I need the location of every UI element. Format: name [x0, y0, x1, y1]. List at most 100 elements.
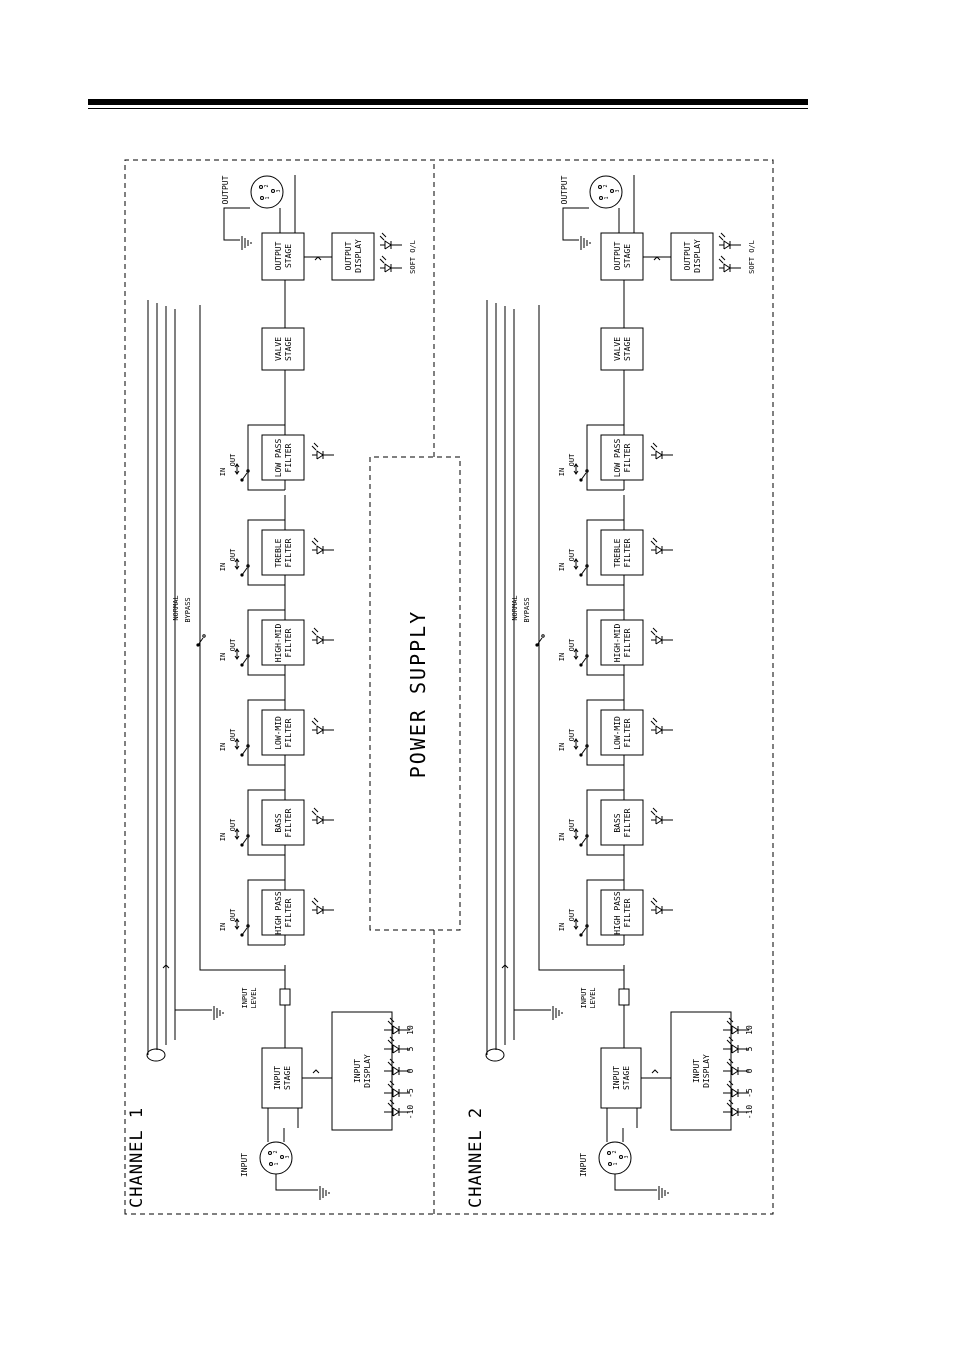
- switch-arrow-head: [573, 738, 579, 743]
- switch-arrow-head: [573, 470, 579, 475]
- led-icon: [387, 1058, 410, 1076]
- switch-blade: [241, 927, 248, 936]
- led-ray: [650, 445, 656, 451]
- switch-blade: [580, 927, 587, 936]
- filter-label-high-mid-line1: HIGH-MID: [274, 624, 283, 663]
- input-stage-label-line1: INPUT: [612, 1066, 621, 1090]
- switch-contact: [585, 744, 589, 748]
- switch-arrow-head: [234, 558, 240, 563]
- switch-label-in: IN: [558, 743, 566, 751]
- filter-bypass-loop: [586, 609, 624, 676]
- filter-label-bass-line1: BASS: [274, 813, 283, 832]
- led-triangle: [384, 240, 392, 250]
- filter-label-low-mid-line1: LOW-MID: [274, 716, 283, 750]
- switch-arrow-head: [234, 745, 240, 750]
- signal-arrow: [314, 256, 322, 261]
- led-triangle: [655, 545, 663, 555]
- signal-arrow: [162, 964, 170, 969]
- input-level-pot: [618, 988, 630, 1006]
- switch-contact: [246, 744, 250, 748]
- led-ray: [652, 897, 658, 903]
- xlr-pin-number: 1: [274, 1162, 280, 1165]
- switch-blade: [241, 657, 248, 666]
- led-ray: [650, 720, 656, 726]
- valve-stage-box: [261, 327, 305, 371]
- led-icon: [650, 627, 673, 645]
- filter-label-treble-line1: TREBLE: [274, 538, 283, 567]
- filter-bypass-loop: [586, 699, 624, 766]
- switch-contact: [246, 564, 250, 568]
- switch-contact: [585, 469, 589, 473]
- switch-contact: [541, 634, 545, 638]
- input-stage-box: [261, 1047, 303, 1109]
- ground-icon: [658, 1186, 669, 1200]
- power-supply-box: [369, 456, 461, 931]
- led-triangle: [731, 1044, 739, 1054]
- switch-label-out: OUT: [229, 908, 237, 921]
- led-ray: [650, 630, 656, 636]
- output-display-label-line2: DISPLAY: [693, 239, 702, 273]
- signal-arrow: [651, 1069, 659, 1074]
- switch-label-out: OUT: [568, 453, 576, 466]
- switch-arrow-head: [234, 738, 240, 743]
- filter-label-low-pass-line1: LOW PASS: [613, 439, 622, 478]
- switch-blade: [241, 567, 248, 576]
- filter-label-treble-line1: TREBLE: [613, 538, 622, 567]
- led-ray: [650, 900, 656, 906]
- led-ray: [311, 900, 317, 906]
- led-triangle: [316, 450, 324, 460]
- filter-box-low-mid: [261, 709, 305, 756]
- led-icon: [311, 717, 334, 735]
- filter-in-out-switch: [240, 924, 250, 937]
- output-stage-label-line2: STAGE: [284, 244, 293, 268]
- led-icon: [311, 442, 334, 460]
- switch-contact: [585, 834, 589, 838]
- input-display-box: [670, 1011, 732, 1131]
- xlr-body-icon: [589, 175, 623, 209]
- led-icon: [650, 442, 673, 460]
- led-ray: [313, 627, 319, 633]
- input-stage-label-line2: STAGE: [622, 1066, 631, 1090]
- xlr-pin-number: 3: [615, 189, 621, 192]
- led-ray: [720, 255, 726, 261]
- output-connector-label: OUTPUT: [221, 175, 230, 204]
- output-display-label-line1: OUTPUT: [683, 241, 692, 270]
- meter-scale-label: -10: [745, 1105, 754, 1120]
- switch-contact: [246, 834, 250, 838]
- filter-bypass-loop: [586, 424, 624, 491]
- filter-box-treble: [600, 529, 644, 576]
- led-ray: [313, 807, 319, 813]
- filter-label-high-mid-line1: HIGH-MID: [613, 624, 622, 663]
- switch-arrow-head: [573, 558, 579, 563]
- led-triangle: [392, 1044, 400, 1054]
- led-triangle: [655, 725, 663, 735]
- led-ray: [726, 1083, 732, 1089]
- filter-label-high-pass-line1: HIGH PASS: [613, 891, 622, 935]
- led-ray: [726, 1061, 732, 1067]
- led-ray: [650, 810, 656, 816]
- bypass-normal-label: NORMAL: [172, 595, 180, 620]
- switch-contact: [202, 634, 206, 638]
- xlr-pin-number: 3: [285, 1155, 291, 1158]
- switch-label-in: IN: [558, 563, 566, 571]
- switch-label-out: OUT: [229, 728, 237, 741]
- led-ray: [311, 445, 317, 451]
- filter-label-bass-line2: FILTER: [284, 808, 293, 837]
- filter-label-high-pass-line2: FILTER: [284, 898, 293, 927]
- switch-arrow-head: [573, 925, 579, 930]
- switch-label-in: IN: [219, 468, 227, 476]
- filter-box-high-pass: [600, 889, 644, 936]
- led-triangle: [392, 1088, 400, 1098]
- xlr-pin-number: 1: [613, 1162, 619, 1165]
- channel-label: CHANNEL 1: [127, 1107, 147, 1208]
- led-icon: [718, 232, 741, 250]
- normal-bypass-switch: [535, 634, 545, 647]
- input-stage-label-line1: INPUT: [273, 1066, 282, 1090]
- filter-label-high-pass-line1: HIGH PASS: [274, 891, 283, 935]
- meter-scale-label: 10: [406, 1025, 415, 1035]
- xlr-body-icon: [250, 175, 284, 209]
- input-stage-label-line2: STAGE: [283, 1066, 292, 1090]
- wire: [174, 1009, 212, 1032]
- switch-label-out: OUT: [568, 728, 576, 741]
